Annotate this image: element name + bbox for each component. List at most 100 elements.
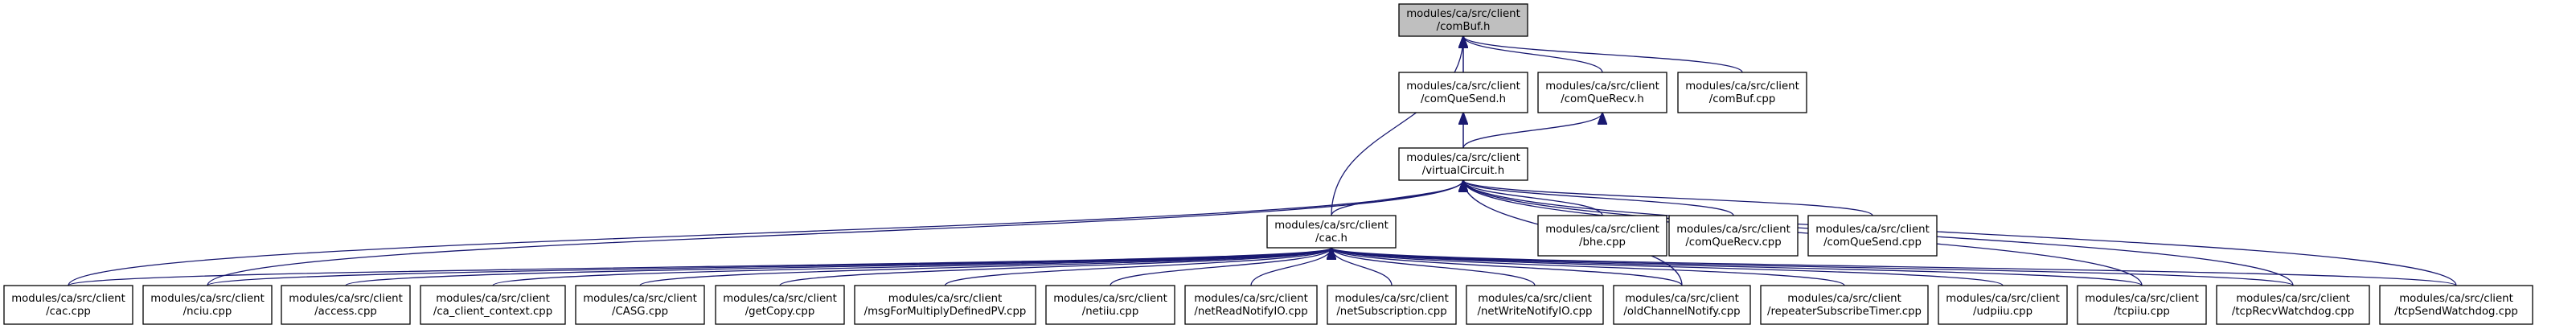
node-file-label: /CASG.cpp (612, 306, 668, 318)
node-comquesend_cpp-box (1807, 215, 1938, 257)
node-file-label: /cac.h (1315, 232, 1347, 245)
node-casg_cpp[interactable]: modules/ca/src/client/CASG.cpp (575, 285, 705, 325)
node-path-label: modules/ca/src/client (150, 293, 265, 305)
node-netreadnotifyio_cpp-box (1184, 285, 1318, 325)
node-msgformultiplydefinedpv_cpp-box (854, 285, 1036, 325)
node-path-label: modules/ca/src/client (583, 293, 697, 305)
node-file-label: /tcpiiu.cpp (2114, 306, 2170, 318)
node-combuf_h: modules/ca/src/client/comBuf.h (1398, 3, 1528, 37)
node-comquerecv_h-box (1537, 72, 1667, 113)
node-file-label: /oldChannelNotify.cpp (1623, 306, 1740, 318)
node-path-label: modules/ca/src/client (2236, 293, 2350, 305)
node-cac_h-box (1266, 215, 1397, 249)
edge-repeatersubscribetimer_cpp-to-cac_h (1331, 248, 1845, 286)
node-tcprecvwatchdog_cpp[interactable]: modules/ca/src/client/tcpRecvWatchdog.cp… (2216, 285, 2370, 325)
node-path-label: modules/ca/src/client (1545, 224, 1659, 236)
edge-tcpsendwatchdog_cpp-to-virtualcircuit_h (1463, 180, 2457, 286)
node-file-label: /comBuf.h (1437, 21, 1491, 33)
edge-oldchannelnotify_cpp-to-cac_h (1331, 248, 1683, 286)
edge-comquesend_cpp-to-virtualcircuit_h (1463, 180, 1873, 216)
node-cac_cpp-box (3, 285, 133, 325)
edge-comquerecv_cpp-to-virtualcircuit_h (1463, 180, 1734, 216)
node-file-label: /getCopy.cpp (745, 306, 815, 318)
node-path-label: modules/ca/src/client (1053, 293, 1167, 305)
node-cac_cpp[interactable]: modules/ca/src/client/cac.cpp (3, 285, 133, 325)
edge-netiiu_cpp-to-cac_h (1110, 248, 1331, 286)
node-file-label: /cac.cpp (46, 306, 91, 318)
node-comquesend_h[interactable]: modules/ca/src/client/comQueSend.h (1398, 72, 1528, 113)
node-tcpsendwatchdog_cpp-box (2379, 285, 2533, 325)
node-path-label: modules/ca/src/client (1545, 80, 1659, 93)
node-file-label: /netWriteNotifyIO.cpp (1478, 306, 1593, 318)
node-oldchannelnotify_cpp[interactable]: modules/ca/src/client/oldChannelNotify.c… (1613, 285, 1751, 325)
edge-netwritenotifyio_cpp-to-cac_h (1331, 248, 1536, 286)
node-nciu_cpp[interactable]: modules/ca/src/client/nciu.cpp (142, 285, 273, 325)
node-path-label: modules/ca/src/client (1787, 293, 1901, 305)
edge-tcpsendwatchdog_cpp-to-cac_h (1331, 248, 2457, 286)
edge-access_cpp-to-cac_h (345, 248, 1331, 286)
node-netreadnotifyio_cpp[interactable]: modules/ca/src/client/netReadNotifyIO.cp… (1184, 285, 1318, 325)
edge-cac_h-to-combuf_h (1331, 36, 1463, 216)
node-file-label: /comQueRecv.h (1561, 93, 1644, 105)
edge-nciu_cpp-to-virtualcircuit_h (207, 180, 1463, 286)
node-comquesend_cpp[interactable]: modules/ca/src/client/comQueSend.cpp (1807, 215, 1938, 257)
node-file-label: /tcpSendWatchdog.cpp (2394, 306, 2518, 318)
node-file-label: /netiiu.cpp (1082, 306, 1139, 318)
node-tcpsendwatchdog_cpp[interactable]: modules/ca/src/client/tcpSendWatchdog.cp… (2379, 285, 2533, 325)
edge-ca_client_context_cpp-to-cac_h (492, 248, 1331, 286)
node-repeatersubscribetimer_cpp[interactable]: modules/ca/src/client/repeaterSubscribeT… (1760, 285, 1929, 325)
node-file-label: /nciu.cpp (183, 306, 232, 318)
node-file-label: /netReadNotifyIO.cpp (1194, 306, 1307, 318)
node-path-label: modules/ca/src/client (1194, 293, 1308, 305)
node-path-label: modules/ca/src/client (2085, 293, 2199, 305)
node-path-label: modules/ca/src/client (888, 293, 1003, 305)
edge-msgformultiplydefinedpv_cpp-to-cac_h (944, 248, 1332, 286)
node-cac_h[interactable]: modules/ca/src/client/cac.h (1266, 215, 1397, 249)
node-nciu_cpp-box (142, 285, 273, 325)
node-path-label: modules/ca/src/client (1685, 80, 1799, 93)
node-path-label: modules/ca/src/client (1676, 224, 1790, 236)
node-comquerecv_h[interactable]: modules/ca/src/client/comQueRecv.h (1537, 72, 1667, 113)
node-path-label: modules/ca/src/client (723, 293, 837, 305)
node-path-label: modules/ca/src/client (1478, 293, 1592, 305)
node-tcpiiu_cpp[interactable]: modules/ca/src/client/tcpiiu.cpp (2077, 285, 2207, 325)
node-tcprecvwatchdog_cpp-box (2216, 285, 2370, 325)
node-file-label: /comQueSend.cpp (1823, 236, 1922, 249)
node-file-label: /tcpRecvWatchdog.cpp (2232, 306, 2354, 318)
node-bhe_cpp[interactable]: modules/ca/src/client/bhe.cpp (1537, 215, 1667, 257)
node-netsubscription_cpp[interactable]: modules/ca/src/client/netSubscription.cp… (1327, 285, 1457, 325)
node-virtualcircuit_h-box (1398, 147, 1528, 181)
edge-comquerecv_h-to-combuf_h (1463, 36, 1603, 73)
node-virtualcircuit_h[interactable]: modules/ca/src/client/virtualCircuit.h (1398, 147, 1528, 181)
edge-cac_h-to-virtualcircuit_h (1331, 180, 1463, 216)
node-access_cpp[interactable]: modules/ca/src/client/access.cpp (281, 285, 411, 325)
node-netwritenotifyio_cpp[interactable]: modules/ca/src/client/netWriteNotifyIO.c… (1466, 285, 1604, 325)
node-file-label: /access.cpp (314, 306, 377, 318)
node-combuf_h-box (1398, 3, 1528, 37)
edge-getcopy_cpp-to-cac_h (779, 248, 1331, 286)
edges-layer (68, 36, 2457, 286)
node-path-label: modules/ca/src/client (2399, 293, 2513, 305)
node-file-label: /ca_client_context.cpp (433, 306, 552, 318)
edge-tcpiiu_cpp-to-cac_h (1331, 248, 2143, 286)
edge-virtualcircuit_h-to-comquerecv_h (1462, 113, 1602, 149)
node-netiiu_cpp[interactable]: modules/ca/src/client/netiiu.cpp (1045, 285, 1175, 325)
node-msgformultiplydefinedpv_cpp[interactable]: modules/ca/src/client/msgForMultiplyDefi… (854, 285, 1036, 325)
node-netiiu_cpp-box (1045, 285, 1175, 325)
node-file-label: /comQueSend.h (1421, 93, 1506, 105)
node-getcopy_cpp[interactable]: modules/ca/src/client/getCopy.cpp (715, 285, 845, 325)
node-udpiiu_cpp[interactable]: modules/ca/src/client/udpiiu.cpp (1938, 285, 2068, 325)
node-comquerecv_cpp[interactable]: modules/ca/src/client/comQueRecv.cpp (1668, 215, 1799, 257)
node-path-label: modules/ca/src/client (1406, 152, 1520, 164)
node-netwritenotifyio_cpp-box (1466, 285, 1604, 325)
node-path-label: modules/ca/src/client (11, 293, 125, 305)
node-path-label: modules/ca/src/client (1274, 220, 1388, 232)
node-path-label: modules/ca/src/client (1946, 293, 2060, 305)
node-file-label: /netSubscription.cpp (1336, 306, 1446, 318)
node-casg_cpp-box (575, 285, 705, 325)
node-udpiiu_cpp-box (1938, 285, 2068, 325)
node-ca_client_context_cpp[interactable]: modules/ca/src/client/ca_client_context.… (420, 285, 566, 325)
node-comquerecv_cpp-box (1668, 215, 1799, 257)
node-combuf_cpp[interactable]: modules/ca/src/client/comBuf.cpp (1677, 72, 1807, 113)
